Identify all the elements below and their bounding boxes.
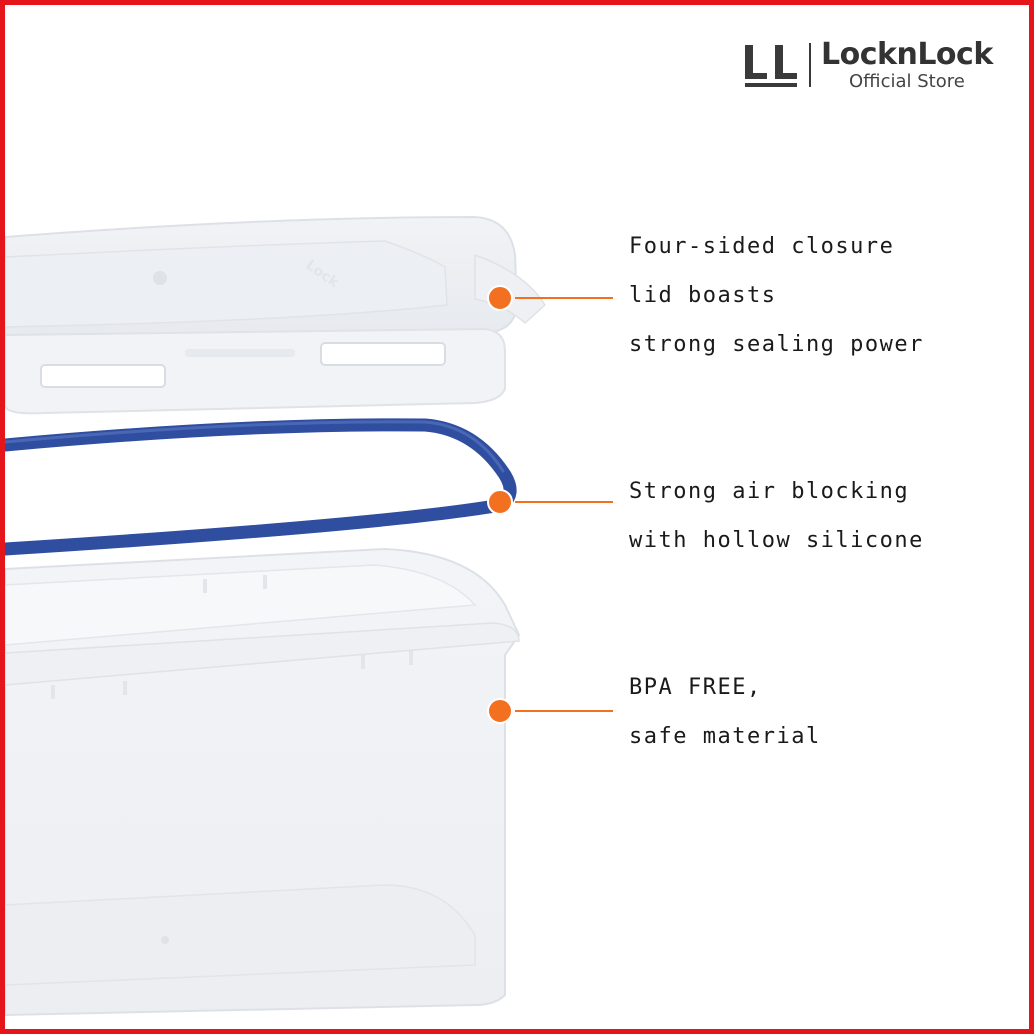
callout-2-marker <box>487 489 513 515</box>
locknlock-ll-mark <box>745 45 797 87</box>
callout-3-leader <box>515 710 613 712</box>
callout-1-line-1: Four-sided closure <box>629 234 895 259</box>
logo-brand-name: LocknLock <box>821 37 993 72</box>
callout-1-marker <box>487 285 513 311</box>
container-body <box>5 547 521 1017</box>
callout-3-line-1: BPA FREE, <box>629 675 762 700</box>
logo-divider <box>809 43 811 87</box>
callout-silicone-gasket: Strong air blocking with hollow silicone <box>629 467 924 565</box>
callout-3-line-2: safe material <box>629 724 821 749</box>
brand-logo: LocknLock Official Store <box>743 37 1005 95</box>
callout-3-marker <box>487 698 513 724</box>
callout-1-line-2: lid boasts <box>629 283 777 308</box>
logo-subtitle: Official Store <box>849 71 965 92</box>
lid: Lock <box>5 215 546 415</box>
callout-1-leader <box>515 297 613 299</box>
callout-lid-closure: Four-sided closure lid boasts strong sea… <box>629 222 924 369</box>
silicone-gasket <box>5 418 517 556</box>
callout-2-line-1: Strong air blocking <box>629 479 910 504</box>
callout-1-line-3: strong sealing power <box>629 332 924 357</box>
callout-bpa-free: BPA FREE, safe material <box>629 663 821 761</box>
container-illustration: Lock <box>5 215 546 1017</box>
callout-2-line-2: with hollow silicone <box>629 528 924 553</box>
callout-2-leader <box>515 501 613 503</box>
